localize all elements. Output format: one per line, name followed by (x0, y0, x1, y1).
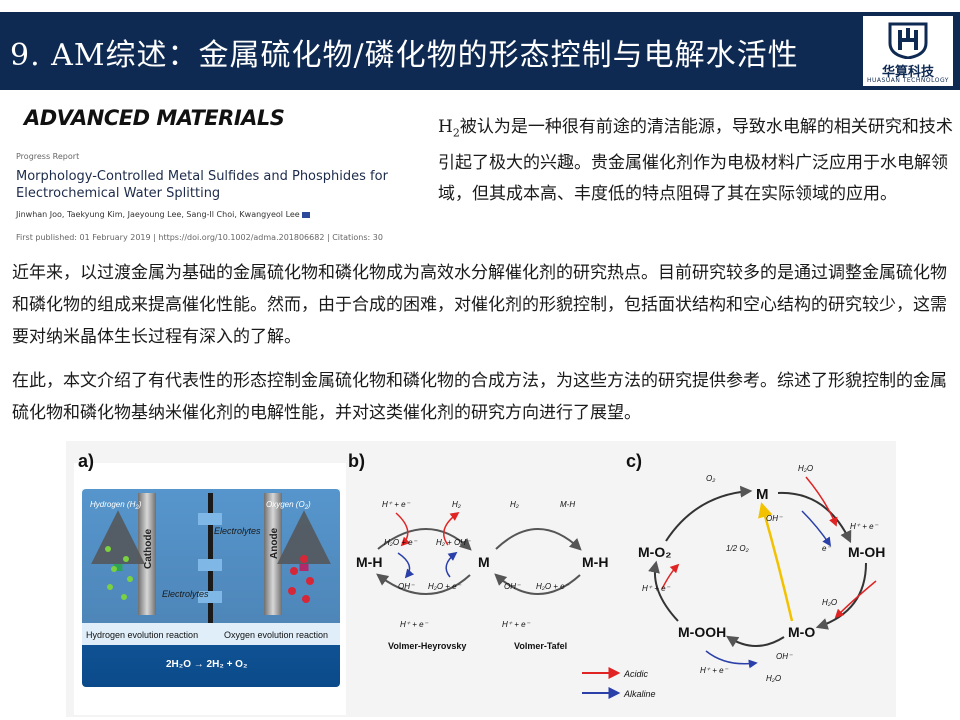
logo-cn-text: 华算科技 (881, 65, 934, 80)
half-o2-label: 1/2 O₂ (726, 544, 749, 553)
intro-text: 被认为是一种很有前途的清洁能源，导致水电解的相关研究和技术引起了极大的兴趣。贵金… (438, 117, 953, 205)
logo-en-text: HUASUAN TECHNOLOGY (867, 77, 949, 84)
h2-label-2: H₂ (510, 500, 519, 509)
h-plus-e-label: H⁺ + e⁻ (382, 500, 411, 509)
h-plus-e-label-c4: H⁺ + e⁻ (642, 584, 671, 593)
e-label-c1: e⁻ (822, 544, 831, 553)
oxygen-bubbles (288, 555, 314, 603)
cathode-label: Cathode (143, 529, 154, 569)
cycle-arc-5 (665, 485, 753, 542)
huasuan-logo-icon (888, 22, 928, 59)
report-type: Progress Report (16, 152, 80, 161)
m-node-c: M (756, 486, 769, 503)
mo2-node: M-O₂ (638, 544, 671, 560)
body-paragraph-1: 近年来，以过渡金属为基础的金属硫化物和磷化物成为高效水分解催化剂的研究热点。目前… (12, 263, 947, 347)
oer-mechanism: M M-OH M-O M-OOH M-O₂ O₂ H₂O OH⁻ H⁺ + e⁻… (638, 464, 885, 683)
direct-o2-path (758, 502, 794, 622)
her-mechanism: M-H M M-H H⁺ + e⁻ H₂ H₂O + e⁻ H₂ + OH⁻ O… (356, 500, 608, 651)
alkaline-step-2 (445, 551, 458, 578)
m-node: M (478, 554, 490, 570)
reaction-strip (82, 623, 340, 645)
cycle-arc-2 (815, 562, 867, 630)
volmer-tafel-label: Volmer-Tafel (514, 641, 567, 651)
ion-flow-mid (198, 559, 222, 571)
paper-authors: Jinwhan Joo, Taekyung Kim, Jaeyoung Lee,… (16, 210, 310, 219)
slide-title: 9. AM综述：金属硫化物/磷化物的形态控制与电解水活性 (10, 38, 799, 73)
h-plus-e-bottom-label-2: H⁺ + e⁻ (502, 620, 531, 629)
intro-paragraph: H2被认为是一种很有前途的清洁能源，导致水电解的相关研究和技术引起了极大的兴趣。… (438, 112, 958, 210)
alkaline-arrow-c1 (801, 510, 831, 547)
h2o-e-label-1: H₂O + e⁻ (384, 538, 418, 547)
alkaline-arrow-c3 (705, 650, 758, 669)
oh-label-1: OH⁻ (398, 582, 415, 591)
h2o-e-label-c2: H₂O (822, 598, 837, 607)
moh-node: M-OH (848, 544, 885, 560)
acidic-arrow-c4 (661, 563, 680, 590)
h-plus-e-label-c3: H⁺ + e⁻ (700, 666, 729, 675)
oxygen-label: Oxygen (O2) (266, 500, 311, 511)
h2o-label-c1: H₂O (798, 464, 813, 473)
paper-meta: First published: 01 February 2019 | http… (16, 233, 383, 242)
mh-top-label: M-H (560, 500, 575, 509)
mechanism-figure: a) Cathode Anode Electrolytes Electrolyt… (66, 441, 896, 717)
panel-b-label: b) (348, 451, 365, 471)
anode-label: Anode (269, 527, 280, 559)
header-bar: 9. AM综述：金属硫化物/磷化物的形态控制与电解水活性 华算科技 HUASUA… (0, 12, 960, 90)
legend-acidic-label: Acidic (623, 669, 649, 679)
acidic-arrow-c2 (834, 580, 877, 619)
h-plus-e-label-c1: H⁺ + e⁻ (850, 522, 879, 531)
h2o-e-label-2: H₂O + e⁻ (428, 582, 462, 591)
oer-label: Oxygen evolution reaction (224, 630, 328, 640)
body-paragraph-2: 在此，本文介绍了有代表性的形态控制金属硫化物和磷化物的合成方法，为这些方法的研究… (12, 371, 947, 423)
o2-label: O₂ (706, 474, 715, 483)
legend: Acidic Alkaline (582, 667, 656, 699)
tafel-top-arc (495, 528, 582, 551)
heyrovsky-top-arc (377, 528, 472, 551)
electrolytes-bottom-label: Electrolytes (162, 589, 209, 599)
electrolysis-cell: Cathode Anode Electrolytes Electrolytes … (82, 489, 340, 687)
volmer-heyrovsky-label: Volmer-Heyrovsky (388, 641, 466, 651)
heyrovsky-bottom-arc (376, 573, 471, 595)
cycle-arc-3 (725, 635, 785, 648)
hydrogen-label: Hydrogen (H2) (90, 500, 142, 511)
h2-oh-label: H₂ + OH⁻ (436, 538, 471, 547)
h2o-e-label-3: H₂O + e⁻ (536, 582, 570, 591)
mh-left-node: M-H (356, 554, 382, 570)
legend-alkaline-label: Alkaline (623, 689, 656, 699)
tafel-bottom-arc (494, 573, 581, 595)
alkaline-step-1 (397, 552, 415, 579)
journal-name: ADVANCED MATERIALS (24, 106, 285, 130)
ion-flow-bottom (198, 591, 222, 603)
electrolytes-top-label: Electrolytes (214, 526, 261, 536)
paper-title[interactable]: Morphology-Controlled Metal Sulfides and… (16, 169, 388, 201)
author-list: Jinwhan Joo, Taekyung Kim, Jaeyoung Lee,… (16, 210, 300, 219)
panel-a-label: a) (78, 451, 94, 471)
company-logo: 华算科技 HUASUAN TECHNOLOGY (863, 16, 953, 86)
hydrogen-bubbles (105, 546, 133, 600)
h2-subscript: 2 (452, 126, 460, 140)
acidic-step-2 (443, 511, 460, 546)
oh-label-c1: OH⁻ (766, 514, 783, 523)
oh-label-2: OH⁻ (504, 582, 521, 591)
mooh-node: M-OOH (678, 624, 726, 640)
h2-symbol: H (438, 117, 453, 137)
h2-label-1: H₂ (452, 500, 461, 509)
oh-label-c3: OH⁻ (776, 652, 793, 661)
cycle-arc-4 (648, 560, 679, 622)
envelope-icon[interactable] (301, 211, 310, 218)
paper-citation-card: ADVANCED MATERIALS Progress Report Morph… (12, 100, 412, 252)
acidic-arrow-c1 (805, 476, 838, 527)
cycle-arc-1 (777, 491, 852, 544)
panel-c-label: c) (626, 451, 642, 471)
her-label: Hydrogen evolution reaction (86, 630, 198, 640)
h2o-label-c3: H₂O (766, 674, 781, 683)
mh-right-node: M-H (582, 554, 608, 570)
overall-equation: 2H₂O → 2H₂ + O₂ (166, 659, 247, 670)
mo-node: M-O (788, 624, 815, 640)
ion-flow-top (198, 513, 222, 525)
acidic-step-1 (395, 512, 411, 547)
h-plus-e-bottom-label: H⁺ + e⁻ (400, 620, 429, 629)
